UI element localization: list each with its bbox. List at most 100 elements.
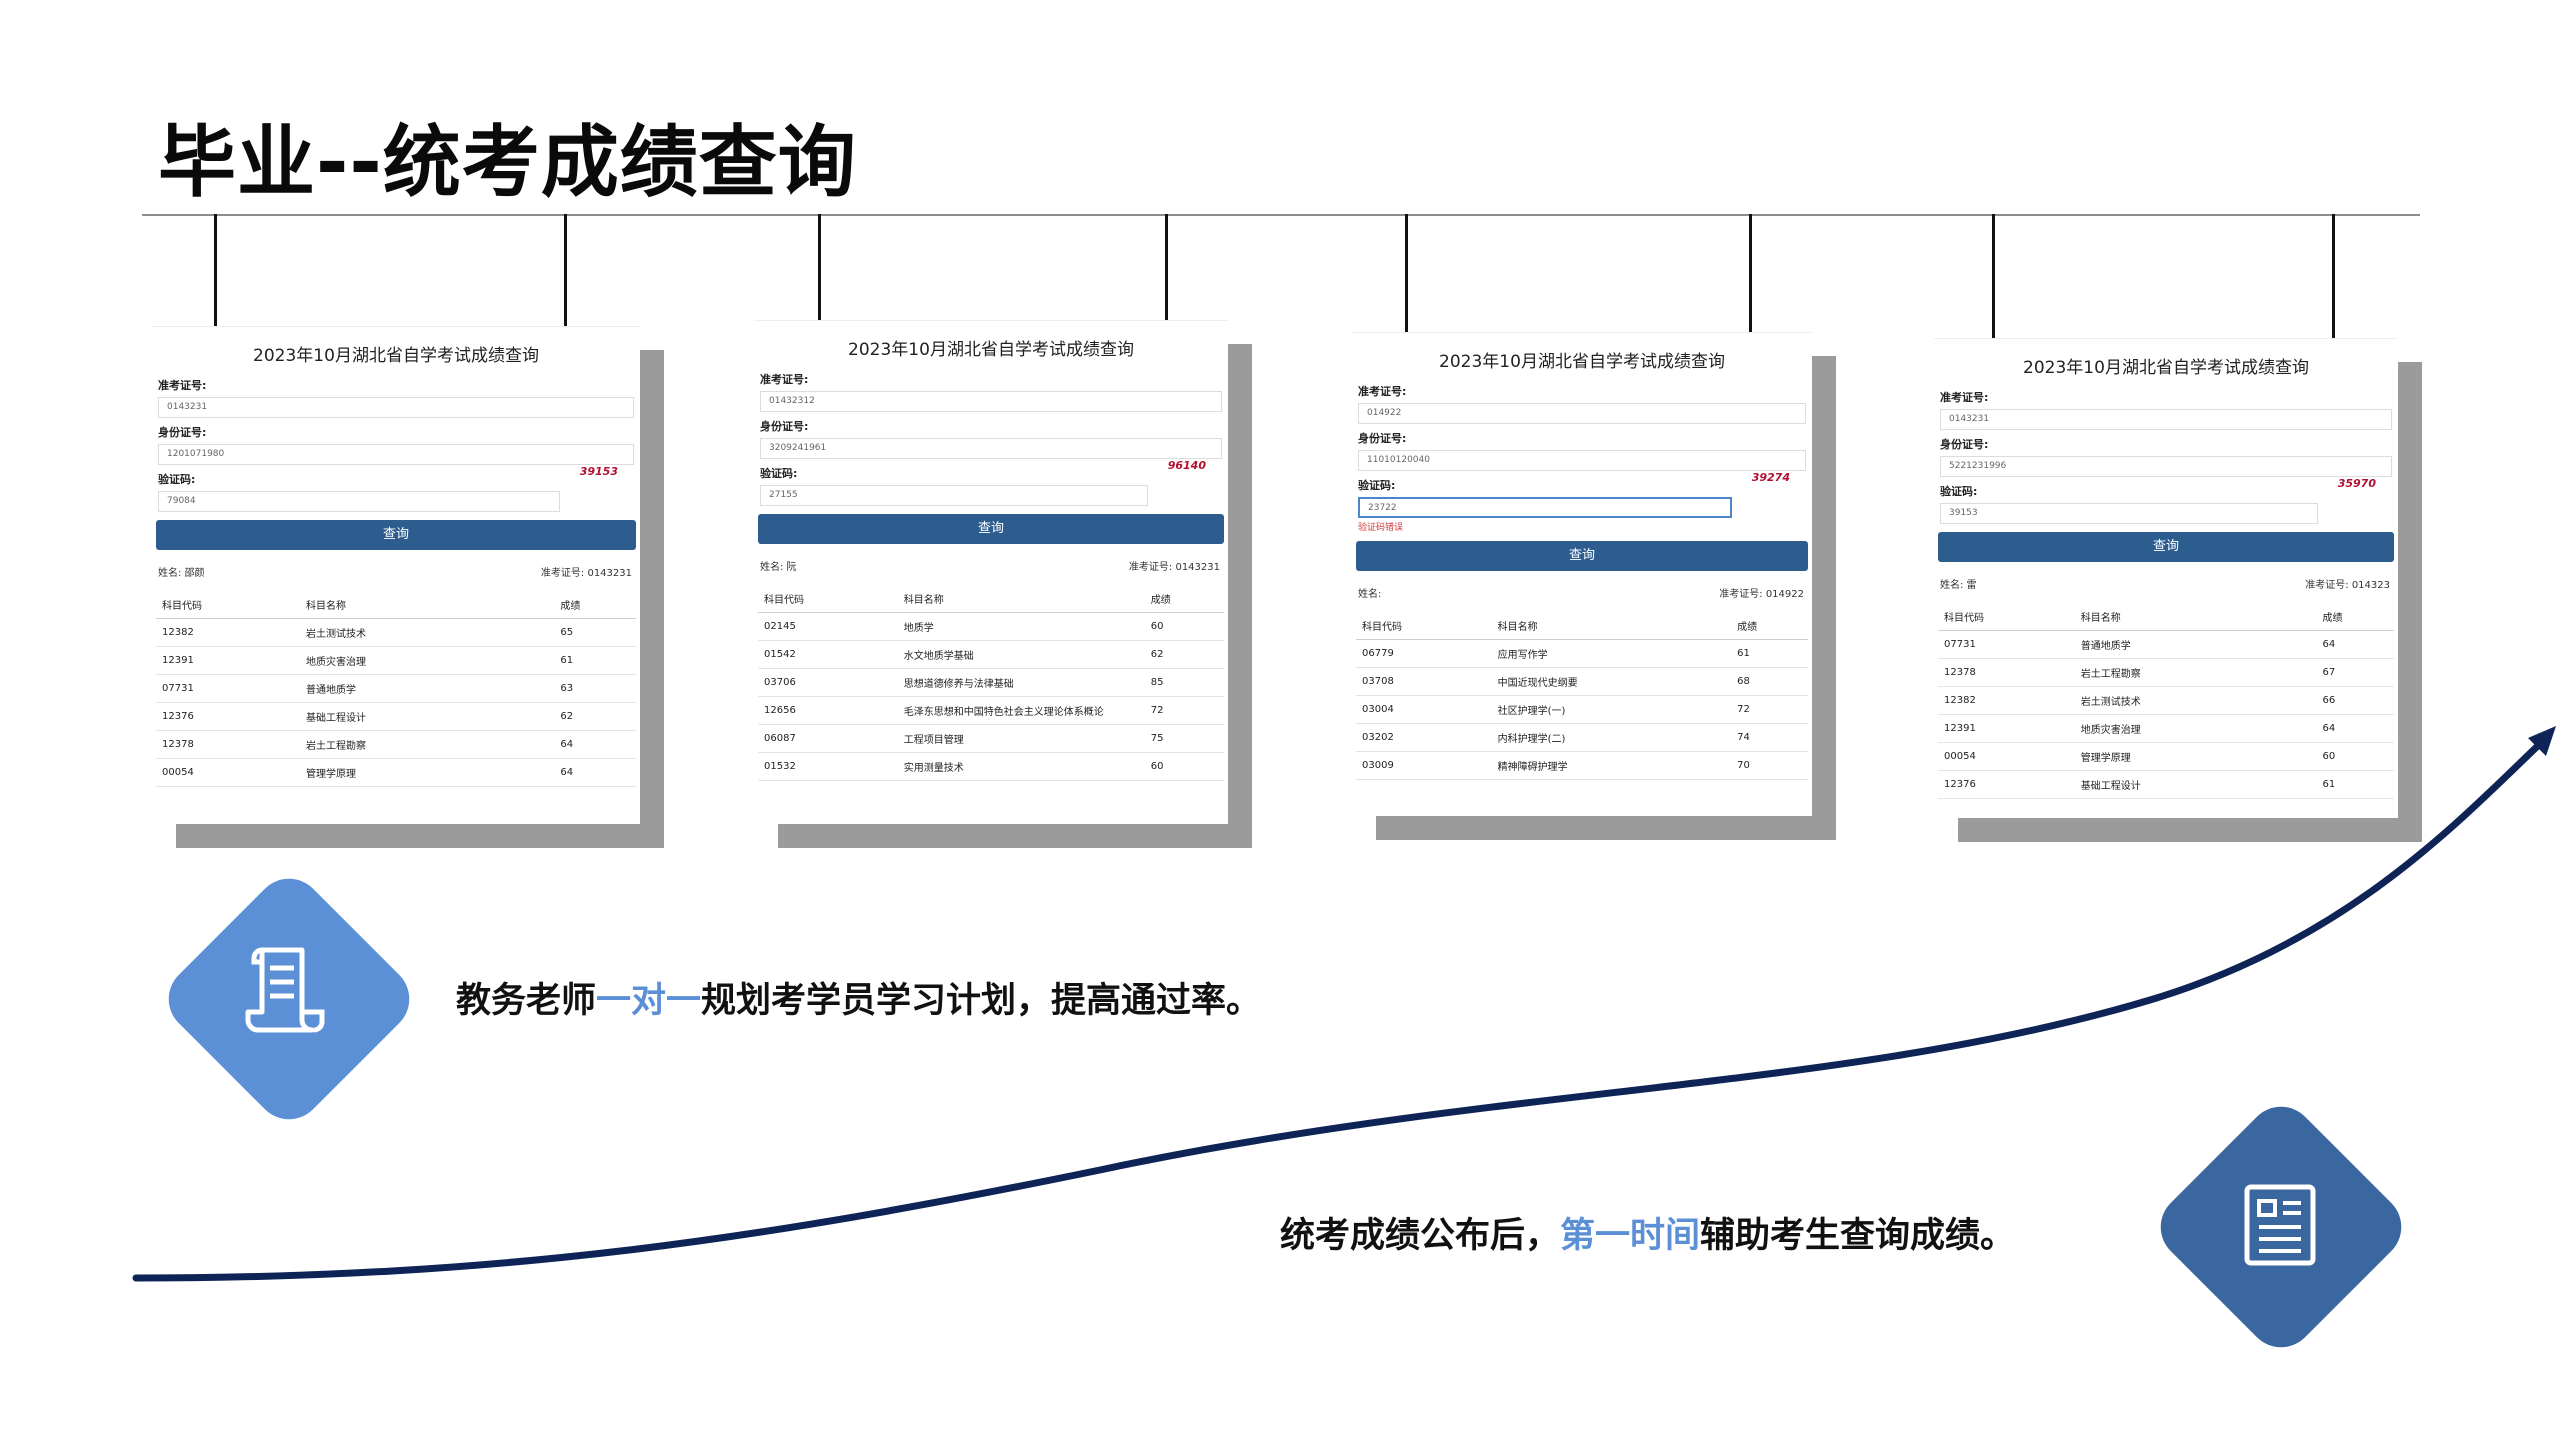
table-cell: 01542 <box>758 640 898 669</box>
table-cell: 06087 <box>758 724 898 753</box>
query-button[interactable]: 查询 <box>1938 532 2394 562</box>
table-cell: 03009 <box>1356 751 1492 780</box>
table-cell: 12656 <box>758 696 898 725</box>
query-button[interactable]: 查询 <box>758 514 1224 544</box>
table-cell: 管理学原理 <box>300 758 555 787</box>
table-cell: 64 <box>2316 714 2394 743</box>
query-button[interactable]: 查询 <box>1356 541 1808 571</box>
table-cell: 12382 <box>1938 686 2075 715</box>
captcha-input[interactable]: 39153 <box>1940 503 2318 524</box>
table-header: 科目代码 <box>1938 603 2075 631</box>
caption-planning-highlight: 一对一 <box>596 981 702 1021</box>
table-cell: 70 <box>1731 751 1808 780</box>
captcha-input[interactable]: 23722 <box>1358 497 1732 518</box>
table-cell: 07731 <box>156 674 300 703</box>
table-cell: 岩土测试技术 <box>2074 686 2317 715</box>
captcha-row: 验证码: 39153 <box>152 465 640 487</box>
table-cell: 64 <box>554 730 636 759</box>
captcha-error: 验证码错误 <box>1358 523 1404 533</box>
query-button[interactable]: 查询 <box>156 520 636 550</box>
ticket-input[interactable]: 0143231 <box>158 397 634 418</box>
table-cell: 01532 <box>758 752 898 781</box>
id-input[interactable]: 1201071980 <box>158 444 634 465</box>
captcha-label: 验证码: <box>158 473 196 486</box>
table-cell: 中国近现代史纲要 <box>1491 667 1732 696</box>
id-label: 身份证号: <box>1940 438 1989 451</box>
table-cell: 64 <box>2316 630 2394 659</box>
captcha-row: 验证码:39274 <box>1352 471 1812 493</box>
caption-query: 统考成绩公布后，第一时间辅助考生查询成绩。 <box>1280 1207 2015 1258</box>
table-cell: 63 <box>554 674 636 703</box>
table-cell: 工程项目管理 <box>897 724 1145 753</box>
table-header: 科目名称 <box>2074 603 2317 631</box>
captcha-image[interactable]: 96140 <box>1167 459 1206 472</box>
ticket-input[interactable]: 014922 <box>1358 403 1806 424</box>
table-cell: 思想道德修养与法律基础 <box>897 668 1145 697</box>
table-cell: 地质学 <box>897 612 1145 641</box>
captcha-image[interactable]: 39153 <box>579 465 618 478</box>
table-cell: 普通地质学 <box>300 674 555 703</box>
caption-planning-text-a: 教务老师 <box>456 981 597 1021</box>
caption-planning: 教务老师一对一规划考学员学习计划，提高通过率。 <box>456 972 1261 1023</box>
scroll-document-icon <box>245 947 325 1033</box>
captcha-label: 验证码: <box>760 467 798 480</box>
id-input[interactable]: 3209241961 <box>760 438 1222 459</box>
captcha-input[interactable]: 27155 <box>760 485 1148 506</box>
table-cell: 00054 <box>1938 742 2075 771</box>
ticket-input[interactable]: 01432312 <box>760 391 1222 412</box>
table-cell: 65 <box>554 618 636 647</box>
table-cell: 67 <box>2316 658 2394 687</box>
table-cell: 普通地质学 <box>2074 630 2317 659</box>
table-cell: 68 <box>1731 667 1808 696</box>
table-cell: 61 <box>2316 770 2394 799</box>
captcha-input[interactable]: 79084 <box>158 491 560 512</box>
caption-query-text-a: 统考成绩公布后， <box>1280 1216 1561 1256</box>
table-cell: 岩土工程勘察 <box>300 730 555 759</box>
table-cell: 应用写作学 <box>1491 639 1732 668</box>
id-label: 身份证号: <box>158 426 207 439</box>
top-divider <box>142 214 2420 216</box>
table-cell: 12376 <box>156 702 300 731</box>
captcha-image[interactable]: 35970 <box>2337 477 2376 490</box>
table-header: 科目代码 <box>156 591 300 619</box>
table-cell: 基础工程设计 <box>2074 770 2317 799</box>
result-ticket: 准考证号: 0143231 <box>1128 562 1220 573</box>
ticket-label: 准考证号: <box>760 373 809 386</box>
id-input[interactable]: 11010120040 <box>1358 450 1806 471</box>
table-cell: 水文地质学基础 <box>897 640 1145 669</box>
list-document-icon <box>2244 1184 2316 1266</box>
table-cell: 72 <box>1731 695 1808 724</box>
table-cell: 12391 <box>156 646 300 675</box>
table-cell: 03202 <box>1356 723 1492 752</box>
table-cell: 12382 <box>156 618 300 647</box>
ticket-input[interactable]: 0143231 <box>1940 409 2392 430</box>
result-name: 姓名: 雷 <box>1940 580 1977 591</box>
table-cell: 12391 <box>1938 714 2075 743</box>
table-header: 成绩 <box>1731 612 1808 640</box>
result-meta: 姓名: 雷 准考证号: 014323 <box>1940 576 2390 591</box>
card-title: 2023年10月湖北省自学考试成绩查询 <box>1439 352 1725 372</box>
id-input[interactable]: 5221231996 <box>1940 456 2392 477</box>
result-ticket: 准考证号: 014323 <box>2305 580 2390 591</box>
captcha-image[interactable]: 39274 <box>1751 471 1790 484</box>
id-label: 身份证号: <box>1358 432 1407 445</box>
